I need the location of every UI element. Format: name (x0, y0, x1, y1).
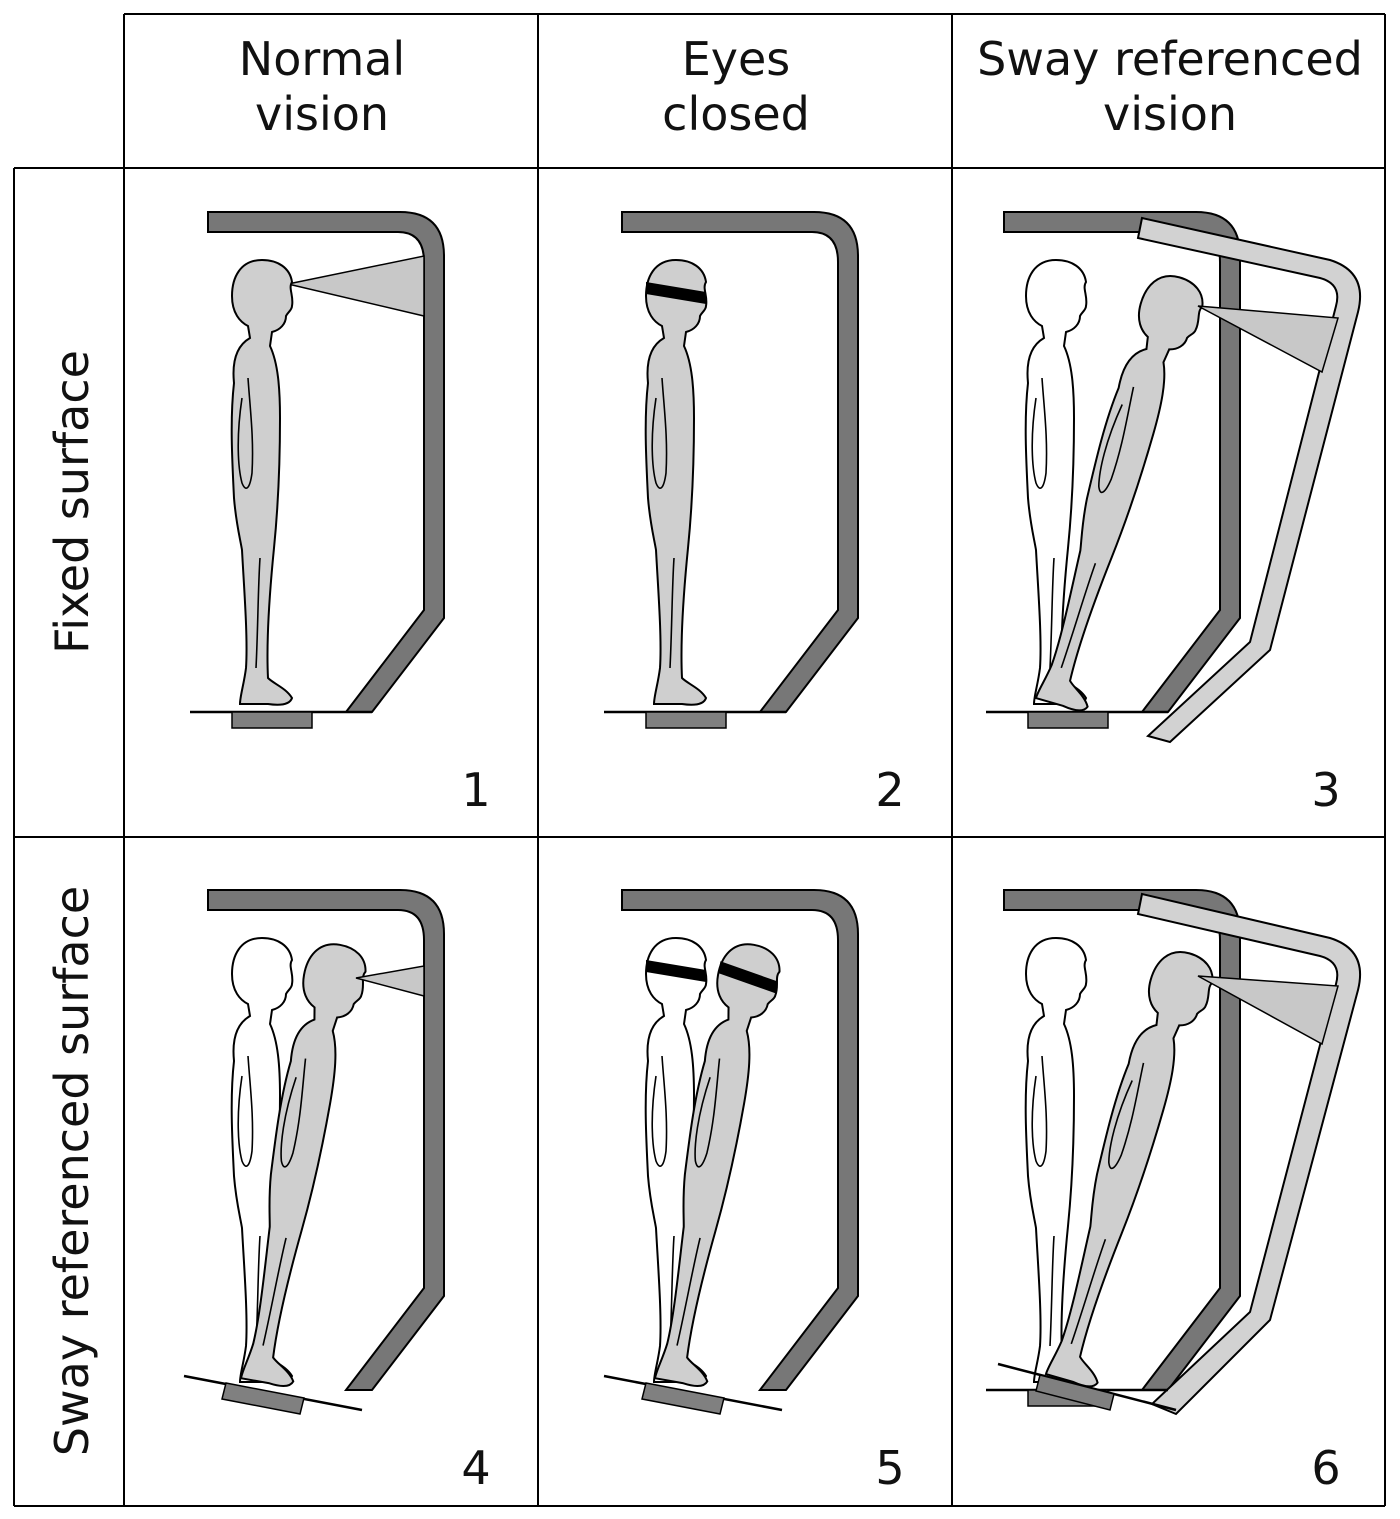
column-header-sway-referenced-vision: Sway referenced (977, 32, 1363, 86)
condition-4-illustration (183, 889, 445, 1415)
condition-number-6: 6 (1311, 1441, 1340, 1495)
column-header-eyes-closed-line2: closed (662, 87, 810, 141)
condition-1-illustration (190, 211, 445, 729)
grid (13, 13, 1386, 1507)
column-header-eyes-closed: Eyes (682, 32, 791, 86)
column-header-normal-vision-line2: vision (255, 87, 389, 141)
condition-2-illustration (604, 211, 859, 729)
condition-number-5: 5 (875, 1441, 904, 1495)
column-header-normal-vision: Normal (239, 32, 405, 86)
column-header-sway-referenced-vision-line2: vision (1103, 87, 1237, 141)
condition-number-2: 2 (875, 763, 904, 817)
row-header-sway-referenced-surface: Sway referenced surface (45, 886, 99, 1456)
condition-number-1: 1 (461, 763, 490, 817)
condition-5-illustration (603, 889, 859, 1415)
condition-3-illustration (986, 211, 1362, 744)
condition-number-4: 4 (461, 1441, 490, 1495)
row-header-fixed-surface: Fixed surface (45, 350, 99, 654)
condition-6-illustration (986, 889, 1362, 1416)
condition-number-3: 3 (1311, 763, 1340, 817)
